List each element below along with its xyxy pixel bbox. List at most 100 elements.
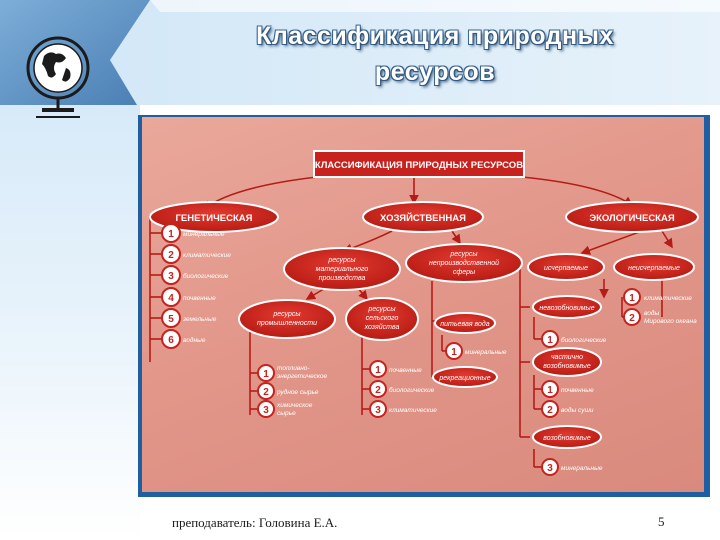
mineral-number-circle (445, 342, 463, 360)
partly-renewable-node (532, 347, 602, 377)
item-label: энергетическое (277, 373, 328, 380)
item-label: водные (183, 336, 206, 344)
node-line: частично (551, 354, 583, 361)
root-label: КЛАССИФИКАЦИЯ ПРИРОДНЫХ РЕСУРСОВ (315, 160, 523, 171)
item-label: рудное сырье (276, 388, 319, 396)
genetic-item: 3 биологические (161, 265, 229, 285)
item-number: 1 (547, 385, 553, 396)
drinking-water-node (434, 312, 496, 334)
renewable-number-circle (541, 458, 559, 476)
item-label: почвенные (561, 387, 594, 394)
nonrenewable-number-circle (541, 330, 559, 348)
genetic-item: 6 водные (161, 329, 206, 349)
item-label: минеральные (465, 349, 507, 356)
node-line: промышленности (257, 320, 317, 327)
node-line: сельского (366, 315, 399, 322)
node-line: возобновимые (543, 362, 591, 370)
node-line: производства (319, 274, 366, 282)
item-number: 1 (375, 365, 381, 376)
node-line: ресурсы (272, 311, 301, 318)
item-label: минеральные (183, 231, 225, 238)
item-label: почвенные (389, 367, 422, 374)
node-label: питьевая вода (440, 320, 489, 328)
item-number: 1 (547, 335, 553, 346)
exhaustible-node (527, 253, 605, 281)
nonrenewable-node (532, 295, 602, 319)
inexhaustible-node (613, 253, 695, 281)
diagram-area: КЛАССИФИКАЦИЯ ПРИРОДНЫХ РЕСУРСОВ ГЕНЕТИЧ… (142, 117, 704, 492)
item-number: 3 (168, 271, 174, 282)
renewable-node (532, 425, 602, 449)
item-label: климатические (183, 252, 231, 259)
item-label: земельные (182, 316, 217, 323)
item-label: биологические (183, 272, 229, 280)
node-line: хозяйства (364, 323, 400, 331)
agriculture-node (345, 297, 419, 341)
ecological-node (565, 201, 699, 233)
item-label: биологические (561, 336, 607, 344)
inexhaustible-items: 1 климатические 2 воды Мирового океана (623, 288, 697, 326)
slide-title: Классификация природных ресурсов (190, 18, 680, 90)
item-number: 3 (375, 405, 381, 416)
item-label: сырье (277, 410, 296, 417)
genetic-item: 1 минеральные (161, 223, 225, 243)
node-line: непроизводственной (429, 259, 499, 267)
item-number: 6 (168, 335, 174, 346)
globe-icon (26, 36, 90, 118)
agriculture-items: 1 почвенные 2 биологические 3 климатичес… (369, 360, 437, 418)
item-label: топливно- (277, 365, 310, 372)
economic-node (362, 201, 484, 233)
material-production-node (283, 247, 401, 291)
node-line: ресурсы (327, 257, 356, 264)
item-number: 3 (263, 405, 269, 416)
title-line-1: Классификация природных (256, 22, 614, 50)
item-number: 1 (629, 293, 635, 304)
genetic-items: 1 минеральные 2 климатические 3 биологич… (161, 223, 231, 349)
page-number: 5 (658, 514, 665, 529)
node-line: ресурсы (449, 251, 478, 258)
item-number: 1 (263, 369, 269, 380)
item-label: климатические (389, 407, 437, 414)
footer-author: преподаватель: Головина Е.А. (172, 515, 338, 530)
partly-renewable-items: 1 почвенные 2 воды суши (541, 380, 594, 418)
item-label: химическое (276, 402, 313, 409)
item-number: 1 (168, 229, 174, 240)
item-number: 2 (375, 385, 381, 396)
ecological-label: ЭКОЛОГИЧЕСКАЯ (589, 213, 675, 224)
classification-diagram: КЛАССИФИКАЦИЯ ПРИРОДНЫХ РЕСУРСОВ ГЕНЕТИЧ… (149, 150, 699, 476)
node-line: материального (316, 266, 369, 273)
genetic-node (149, 201, 279, 233)
genetic-item: 4 почвенные (161, 287, 216, 307)
item-number: 2 (629, 313, 635, 324)
item-label: воды (644, 309, 659, 317)
node-label: невозобновимые (539, 304, 594, 312)
economic-label: ХОЗЯЙСТВЕННАЯ (380, 212, 466, 224)
nonproduction-node (405, 243, 523, 283)
node-label: возобновимые (543, 434, 591, 442)
node-label: рекреационные (438, 375, 490, 382)
item-number: 4 (168, 293, 174, 304)
industry-node (238, 299, 336, 339)
item-number: 3 (547, 463, 553, 474)
item-label: почвенные (183, 295, 216, 302)
node-label: неисчерпаемые (628, 265, 680, 272)
node-line: сферы (453, 269, 476, 276)
item-label: биологические (389, 386, 435, 394)
node-label: исчерпаемые (544, 265, 588, 272)
industry-items: 1 топливно- энергетическое 2 рудное сырь… (257, 364, 328, 418)
genetic-label: ГЕНЕТИЧЕСКАЯ (176, 213, 253, 224)
item-number: 2 (263, 387, 269, 398)
node-line: ресурсы (367, 306, 396, 313)
item-label: воды суши (561, 406, 594, 414)
title-line-2: ресурсов (374, 58, 496, 86)
root-node (313, 150, 525, 178)
item-label: Мирового океана (644, 318, 697, 325)
genetic-item: 5 земельные (161, 308, 217, 328)
item-number: 2 (168, 250, 174, 261)
item-label: минеральные (561, 465, 603, 472)
item-label: климатические (644, 295, 692, 302)
genetic-item: 2 климатические (161, 244, 231, 264)
item-number: 5 (168, 314, 174, 325)
item-number: 2 (547, 405, 553, 416)
recreational-node (432, 366, 498, 388)
